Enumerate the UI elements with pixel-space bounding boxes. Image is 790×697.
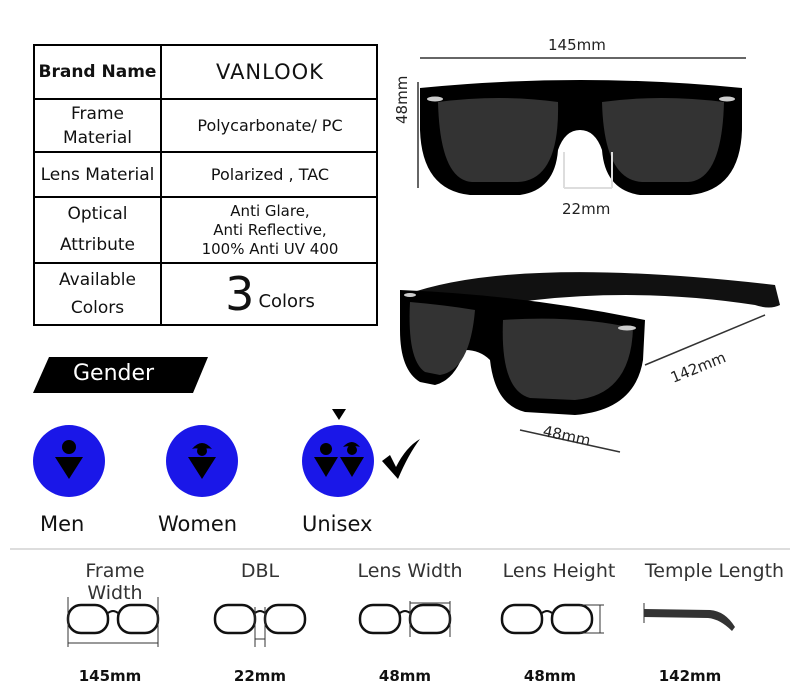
front-bridge-label: 22mm — [562, 200, 611, 218]
spec-label: Brand Name — [35, 46, 162, 98]
measure-heading-frame-width: Frame Width — [85, 560, 145, 604]
spec-value: VANLOOK — [216, 60, 324, 84]
spec-value: Polarized , TAC — [210, 165, 330, 184]
lens-width-diagram-icon — [358, 601, 452, 637]
measure-value-temple-length: 142mm — [658, 667, 722, 685]
measure-value-dbl: 22mm — [233, 667, 287, 685]
spec-label: Optical Attribute — [35, 198, 162, 262]
dbl-diagram-icon — [213, 603, 307, 647]
gender-title: Gender — [73, 361, 155, 386]
spec-label: Available Colors — [35, 264, 162, 324]
front-view-glasses — [417, 57, 746, 195]
women-label: Women — [158, 512, 238, 536]
lens-height-diagram-icon — [500, 603, 604, 635]
measure-heading-temple-length: Temple Length — [644, 560, 785, 582]
temple-length-diagram-icon — [643, 603, 735, 631]
unisex-option-icon[interactable] — [302, 425, 374, 497]
spec-row-colors: Available Colors 3 Colors — [35, 264, 376, 324]
selected-arrow-icon — [332, 409, 346, 420]
spec-value: Anti Glare, Anti Reflective, 100% Anti U… — [201, 201, 339, 258]
measure-heading-lens-height: Lens Height — [502, 560, 616, 582]
measure-value-lens-height: 48mm — [523, 667, 577, 685]
front-width-label: 145mm — [548, 36, 606, 54]
front-height-label: 48mm — [393, 75, 411, 124]
spec-label: Lens Material — [35, 153, 162, 196]
spec-row-lens-material: Lens Material Polarized , TAC — [35, 153, 376, 198]
women-option-icon[interactable] — [166, 425, 238, 497]
unisex-label: Unisex — [302, 512, 373, 536]
side-view-glasses — [400, 272, 780, 453]
spec-label: Frame Material — [35, 100, 162, 151]
spec-row-frame-material: Frame Material Polycarbonate/ PC — [35, 100, 376, 153]
measure-heading-dbl: DBL — [240, 560, 280, 582]
spec-row-optical: Optical Attribute Anti Glare, Anti Refle… — [35, 198, 376, 264]
frame-width-diagram-icon — [66, 597, 160, 647]
checkmark-icon — [382, 439, 420, 479]
spec-value: Polycarbonate/ PC — [197, 116, 343, 135]
men-label: Men — [40, 512, 85, 536]
spec-value: 3 Colors — [164, 264, 376, 324]
measure-value-lens-width: 48mm — [378, 667, 432, 685]
men-option-icon[interactable] — [33, 425, 105, 497]
measure-heading-lens-width: Lens Width — [357, 560, 463, 582]
section-divider — [10, 548, 790, 550]
spec-row-brand: Brand Name VANLOOK — [35, 46, 376, 100]
gender-heading-bar: Gender — [33, 357, 208, 393]
colors-count: 3 — [225, 267, 255, 321]
colors-suffix: Colors — [258, 290, 315, 312]
spec-table: Brand Name VANLOOK Frame Material Polyca… — [33, 44, 378, 326]
measure-value-frame-width: 145mm — [78, 667, 142, 685]
